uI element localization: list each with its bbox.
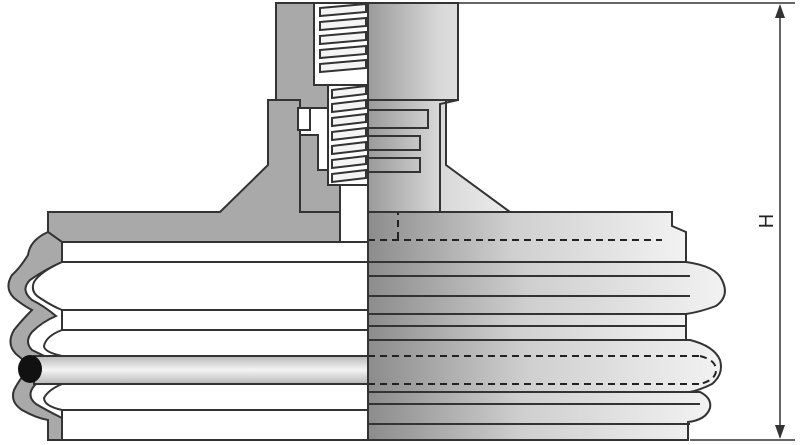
ring-rod-end xyxy=(18,355,42,383)
thread-lines-right xyxy=(368,99,446,173)
fitting-section-left xyxy=(275,2,369,213)
bellows-exterior-right xyxy=(367,2,726,441)
height-dimension: H xyxy=(458,2,795,441)
dimension-label-h: H xyxy=(756,214,778,228)
thread-lines-left xyxy=(319,2,367,184)
bellows-wall-section xyxy=(7,211,221,441)
dimension-arrow-bottom xyxy=(775,425,785,439)
bellows-section-left xyxy=(7,99,369,441)
reinforcing-ring-rod xyxy=(33,355,369,385)
dimension-arrow-top xyxy=(775,4,785,18)
